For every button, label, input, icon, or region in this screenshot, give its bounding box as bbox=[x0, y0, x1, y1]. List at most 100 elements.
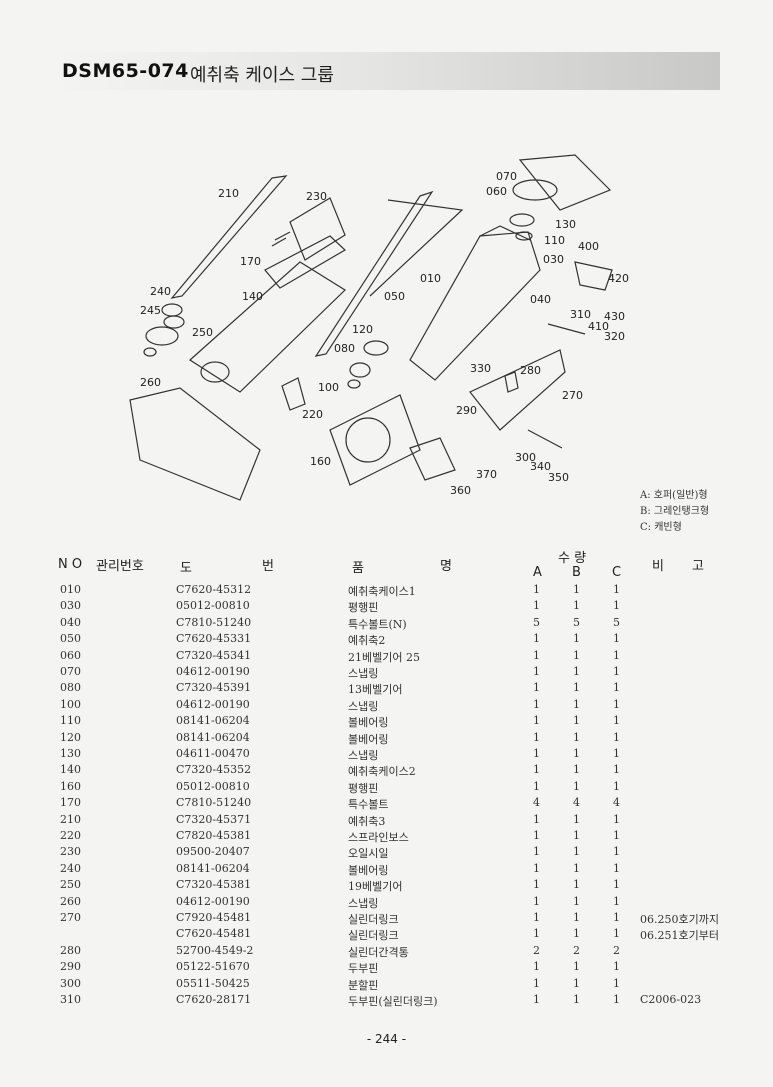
cell-no: 040 bbox=[60, 615, 81, 629]
callout-250: 250 bbox=[192, 326, 213, 339]
cell-name: 19베벨기어 bbox=[348, 880, 403, 894]
cell-c: 1 bbox=[613, 747, 620, 760]
callout-230: 230 bbox=[306, 190, 327, 203]
cell-no: 260 bbox=[60, 894, 81, 908]
header-qty-c: C bbox=[612, 565, 622, 580]
cell-no: 280 bbox=[60, 943, 81, 957]
cell-c: 1 bbox=[613, 927, 620, 941]
cell-dwg: 52700-4549-2 bbox=[176, 943, 254, 957]
snap-110 bbox=[515, 231, 533, 241]
link-310 bbox=[547, 323, 586, 335]
callout-130: 130 bbox=[555, 218, 576, 231]
cell-a: 1 bbox=[533, 861, 540, 875]
cell-no: 290 bbox=[60, 960, 81, 974]
callout-370: 370 bbox=[476, 468, 497, 481]
cell-b: 5 bbox=[573, 615, 580, 629]
cell-dwg: C7320-45341 bbox=[176, 648, 252, 662]
cell-no: 060 bbox=[60, 648, 81, 662]
cell-b: 1 bbox=[573, 665, 580, 678]
cell-dwg: C7920-45481 bbox=[176, 911, 252, 924]
cell-c: 1 bbox=[613, 681, 620, 695]
cell-name: 볼베어링 bbox=[348, 716, 389, 730]
cell-b: 1 bbox=[573, 878, 580, 892]
lower-housing bbox=[329, 394, 421, 486]
bracket-400 bbox=[574, 261, 613, 291]
legend-item-a: A: 호퍼(일반)형 bbox=[640, 490, 708, 501]
callout-100: 100 bbox=[318, 381, 339, 394]
callout-240: 240 bbox=[150, 285, 171, 298]
bolt-170 bbox=[271, 231, 291, 247]
callout-040: 040 bbox=[530, 293, 551, 306]
cell-name: 두부핀 bbox=[348, 962, 379, 976]
callout-290: 290 bbox=[456, 404, 477, 417]
callout-360: 360 bbox=[450, 484, 471, 497]
cell-no: 210 bbox=[60, 812, 81, 826]
snap-100 bbox=[347, 379, 361, 389]
cell-b: 4 bbox=[573, 796, 580, 810]
cell-name: 특수볼트(N) bbox=[348, 617, 407, 631]
cell-c: 4 bbox=[613, 796, 620, 810]
cell-name: 실린더링크 bbox=[348, 913, 399, 926]
cell-dwg: C7810-51240 bbox=[176, 796, 252, 810]
cell-a: 1 bbox=[533, 927, 540, 941]
callout-050: 050 bbox=[384, 290, 405, 303]
snap-260 bbox=[143, 347, 157, 357]
callout-245: 245 bbox=[140, 304, 161, 317]
cell-a: 1 bbox=[533, 747, 540, 760]
cell-a: 1 bbox=[533, 779, 540, 793]
cell-b: 1 bbox=[573, 993, 580, 1006]
callout-030: 030 bbox=[543, 253, 564, 266]
callout-270: 270 bbox=[562, 389, 583, 402]
cell-dwg: C7620-45312 bbox=[176, 583, 252, 596]
callout-160: 160 bbox=[310, 455, 331, 468]
cell-c: 1 bbox=[613, 632, 620, 646]
cell-b: 1 bbox=[573, 632, 580, 646]
cell-dwg: C7620-28171 bbox=[176, 993, 252, 1006]
cell-dwg: C7320-45381 bbox=[176, 878, 252, 892]
ring-245 bbox=[163, 315, 185, 329]
case-140-body bbox=[189, 261, 346, 393]
cell-c: 1 bbox=[613, 714, 620, 728]
cell-a: 1 bbox=[533, 911, 540, 924]
cell-name: 오일시일 bbox=[348, 847, 389, 861]
cell-b: 1 bbox=[573, 730, 580, 744]
cell-dwg: C7320-45391 bbox=[176, 681, 252, 695]
callout-320: 320 bbox=[604, 330, 625, 343]
header-mgmt: 관리번호 bbox=[96, 559, 144, 574]
cell-no: 070 bbox=[60, 665, 81, 678]
cell-b: 1 bbox=[573, 812, 580, 826]
cell-a: 1 bbox=[533, 681, 540, 695]
pin-300 bbox=[527, 429, 563, 449]
case-140-bore bbox=[200, 361, 230, 383]
header-no: N O bbox=[58, 557, 83, 572]
cell-c: 1 bbox=[613, 730, 620, 744]
shaft-210 bbox=[170, 175, 288, 299]
cell-a: 1 bbox=[533, 632, 540, 646]
cell-c: 1 bbox=[613, 861, 620, 875]
cell-c: 1 bbox=[613, 599, 620, 613]
model-legend: A: 호퍼(일반)형 B: 그레인탱크형 C: 캐빈형 bbox=[640, 488, 709, 536]
cell-dwg: 04611-00470 bbox=[176, 747, 250, 760]
cell-b: 1 bbox=[573, 927, 580, 941]
header-name-a: 품 bbox=[352, 561, 364, 576]
chassis bbox=[129, 387, 261, 501]
header-qty-a: A bbox=[533, 565, 542, 580]
title-bar bbox=[50, 52, 720, 90]
cell-dwg: C7820-45381 bbox=[176, 829, 252, 842]
callout-110: 110 bbox=[544, 234, 565, 247]
cell-b: 1 bbox=[573, 681, 580, 695]
cell-a: 1 bbox=[533, 763, 540, 777]
cell-a: 1 bbox=[533, 894, 540, 908]
cell-c: 5 bbox=[613, 615, 620, 629]
callout-060: 060 bbox=[486, 185, 507, 198]
cell-dwg: C7810-51240 bbox=[176, 615, 252, 629]
cell-no: 310 bbox=[60, 993, 81, 1006]
